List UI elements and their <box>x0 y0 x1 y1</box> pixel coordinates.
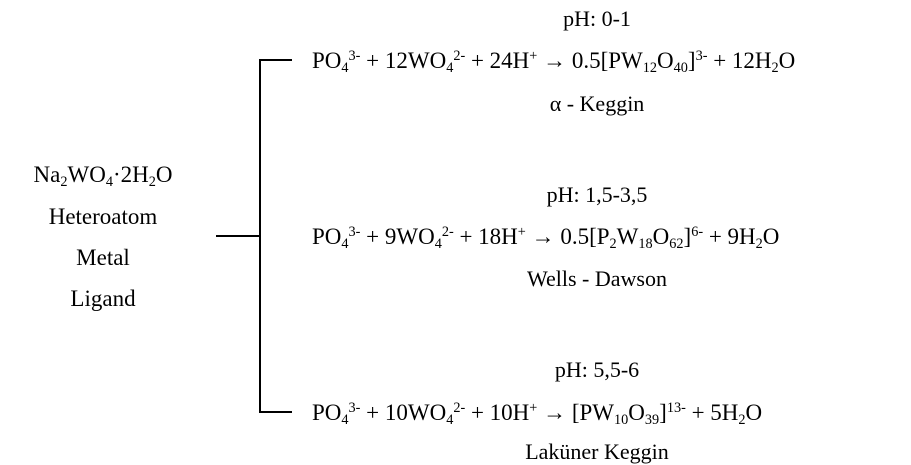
formula-text: O <box>155 162 173 187</box>
formula-subscript: 4 <box>105 174 113 191</box>
formula-supscript: + <box>529 48 538 65</box>
product-name-dawson: Wells - Dawson <box>527 266 667 291</box>
formula-subscript: 2 <box>148 174 156 191</box>
reagent-role-metal: Metal <box>76 245 130 270</box>
formula-text: ] <box>659 400 667 425</box>
formula-text: WO <box>67 162 106 187</box>
formula-text: O <box>652 224 670 249</box>
formula-supscript: 2- <box>453 400 466 417</box>
formula-supscript: 2- <box>453 48 466 65</box>
formula-text: → [PW <box>537 400 615 425</box>
formula-text: PO <box>312 48 342 73</box>
reagent-role-ligand: Ligand <box>70 286 136 311</box>
formula-supscript: + <box>529 400 538 417</box>
reaction-equation-dawson: PO43- + 9WO42- + 18H+ → 0.5[P2W18O62]6- … <box>312 224 780 251</box>
reaction-equation-lacunary: PO43- + 10WO42- + 10H+ → [PW10O39]13- + … <box>312 400 763 427</box>
reaction-equation-keggin: PO43- + 12WO42- + 24H+ → 0.5[PW12O40]3- … <box>312 48 796 75</box>
reagent-formula: Na2WO4·2H2O <box>33 162 173 189</box>
formula-text: Na <box>33 162 61 187</box>
formula-text: O <box>628 400 645 425</box>
formula-subscript: 2 <box>60 174 68 191</box>
formula-subscript: 18 <box>638 236 653 253</box>
product-name-keggin: α - Keggin <box>549 91 645 116</box>
formula-text: ] <box>687 48 696 73</box>
formula-text: O <box>657 48 674 73</box>
formula-text: + 24H <box>465 48 530 73</box>
formula-supscript: + <box>517 224 526 241</box>
formula-supscript: 3- <box>348 48 361 65</box>
formula-supscript: 3- <box>348 400 361 417</box>
formula-subscript: 2 <box>771 60 779 77</box>
ph-label-dawson: pH: 1,5-3,5 <box>546 182 648 207</box>
formula-text: → 0.5[P <box>525 224 610 249</box>
formula-text: ] <box>683 224 692 249</box>
formula-text: + 10H <box>465 400 530 425</box>
formula-subscript: 4 <box>341 412 349 429</box>
formula-text: + 9H <box>703 224 756 249</box>
ph-label-lacunary: pH: 5,5-6 <box>554 357 640 382</box>
formula-text: → 0.5[PW <box>537 48 643 73</box>
formula-subscript: 39 <box>644 412 660 429</box>
formula-text: + 18H <box>453 224 518 249</box>
formula-subscript: 2 <box>738 412 746 429</box>
formula-supscript: 6- <box>691 224 704 241</box>
formula-subscript: 4 <box>446 412 454 429</box>
formula-subscript: 2 <box>609 236 617 253</box>
formula-text: + 12H <box>707 48 772 73</box>
formula-supscript: 3- <box>348 224 361 241</box>
formula-text: O <box>745 400 763 425</box>
formula-text: W <box>616 224 639 249</box>
formula-text: ·2H <box>112 162 149 187</box>
formula-text: + 10WO <box>360 400 447 425</box>
ph-label-keggin: pH: 0-1 <box>563 6 631 31</box>
formula-subscript: 40 <box>673 60 688 77</box>
formula-supscript: 2- <box>441 224 454 241</box>
formula-text: + 12WO <box>360 48 447 73</box>
formula-subscript: 2 <box>755 236 763 253</box>
formula-text: O <box>762 224 780 249</box>
formula-text: + 9WO <box>360 224 435 249</box>
formula-subscript: 4 <box>434 236 442 253</box>
formula-subscript: 62 <box>669 236 684 253</box>
formula-subscript: 10 <box>614 412 629 429</box>
formula-supscript: 13- <box>666 400 686 417</box>
formula-text: PO <box>312 400 342 425</box>
formula-text: O <box>778 48 796 73</box>
formula-subscript: 4 <box>341 236 349 253</box>
formula-text: + 5H <box>685 400 739 425</box>
reagent-role-heteroatom: Heteroatom <box>48 204 158 229</box>
formula-supscript: 3- <box>695 48 708 65</box>
product-name-lacunary: Laküner Keggin <box>525 439 669 464</box>
formula-text: PO <box>312 224 342 249</box>
formula-subscript: 12 <box>642 60 658 77</box>
formula-subscript: 4 <box>446 60 454 77</box>
formula-subscript: 4 <box>341 60 349 77</box>
